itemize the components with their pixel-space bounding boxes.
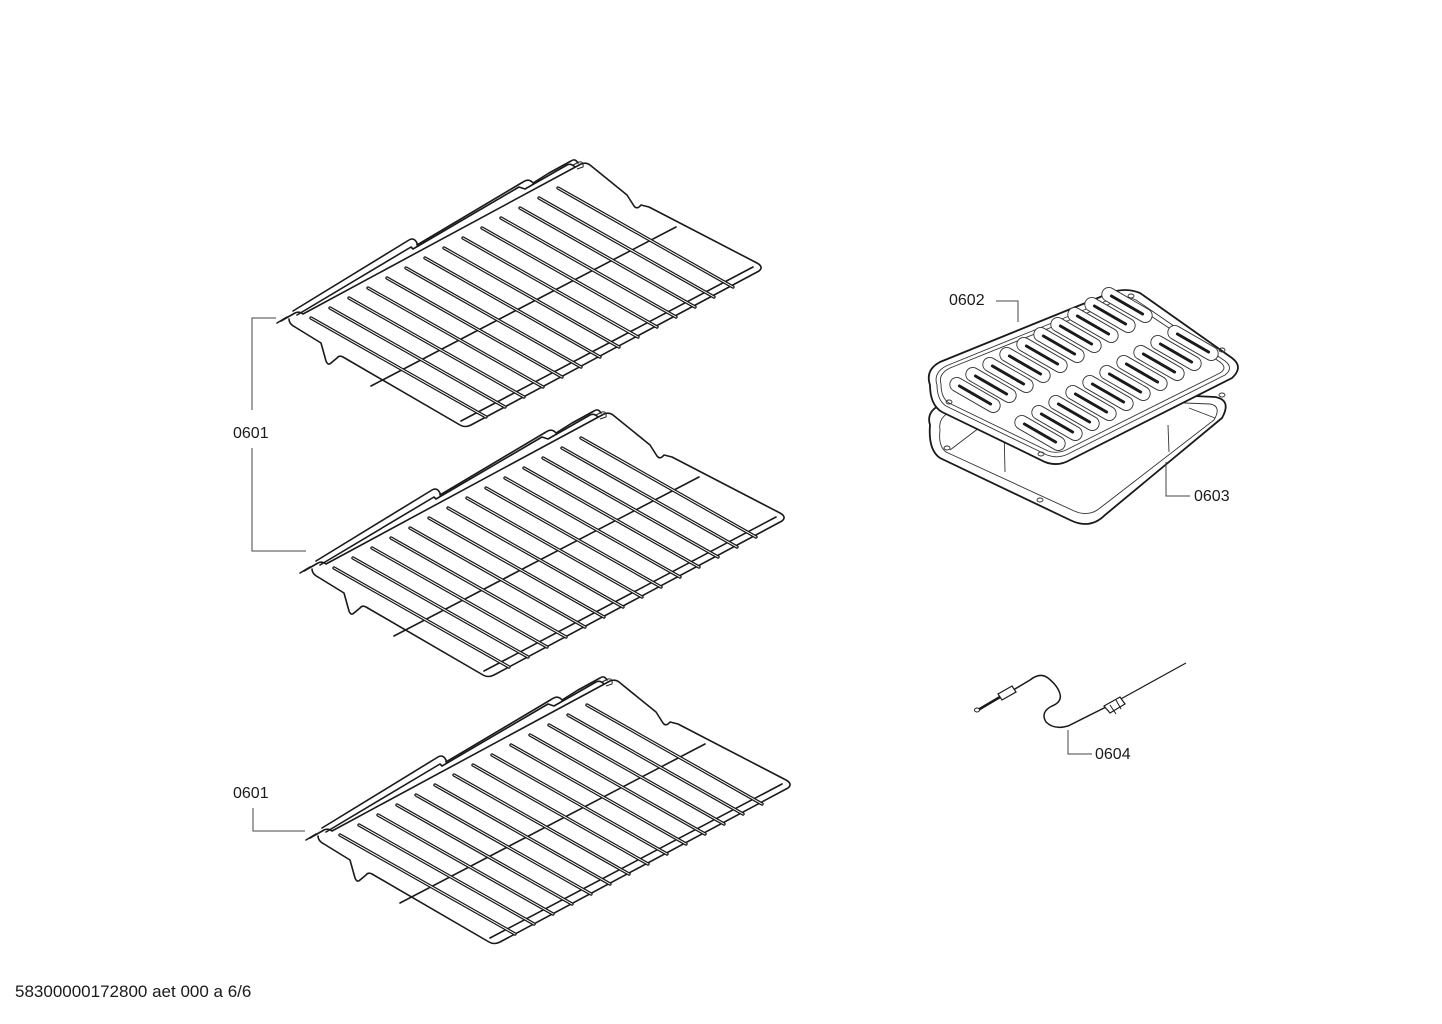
- broil-pan-grid: [927, 287, 1239, 465]
- oven-rack-2: [298, 408, 786, 679]
- document-code: 58300000172800 aet 000 a 6/6: [15, 982, 252, 1001]
- callout-label-0601-upper: 0601: [233, 425, 269, 442]
- oven-rack-1: [275, 158, 763, 429]
- callout-label-0601-lower: 0601: [233, 785, 269, 802]
- oven-rack-3: [304, 675, 792, 946]
- meat-probe: [974, 662, 1187, 729]
- callout-leader-0603: [1165, 462, 1190, 497]
- callout-label-0602: 0602: [949, 292, 985, 309]
- callout-leader-0601-upper: [251, 317, 306, 552]
- callout-label-0603: 0603: [1194, 488, 1230, 505]
- callout-leader-0601-lower: [252, 808, 305, 832]
- callout-leader-0602: [996, 300, 1019, 322]
- callout-label-0604: 0604: [1095, 746, 1131, 763]
- callout-leader-0604: [1067, 730, 1092, 755]
